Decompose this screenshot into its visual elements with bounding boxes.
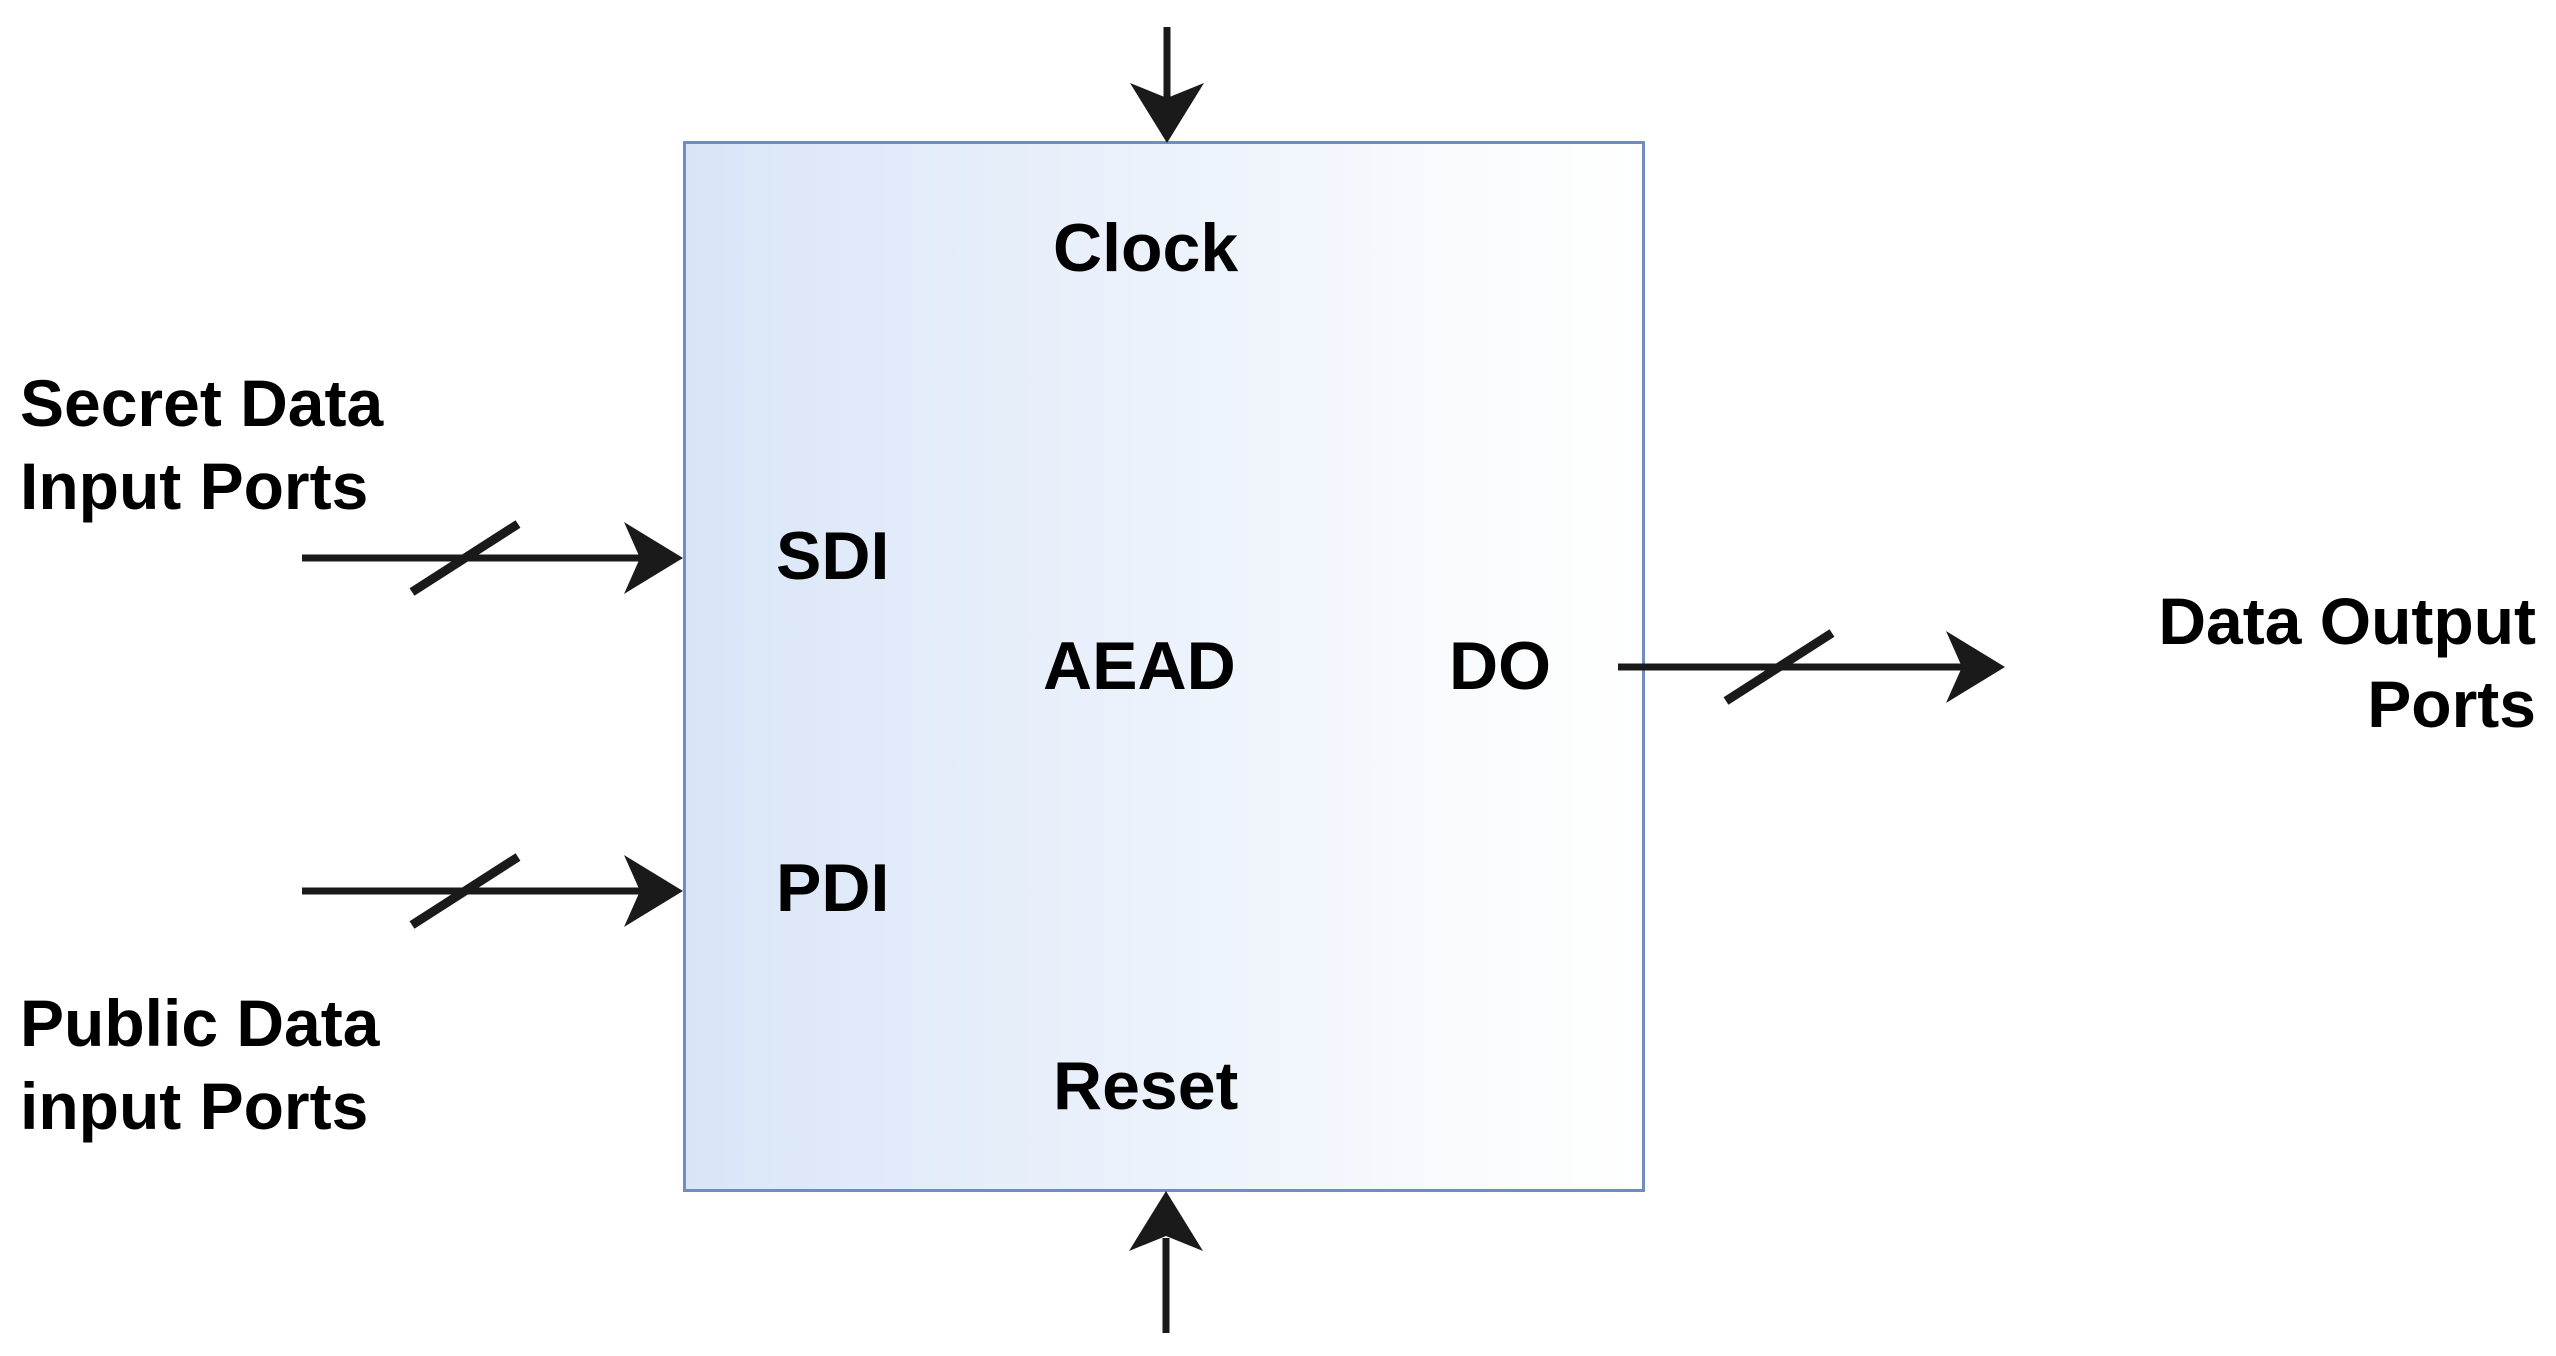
sdi-bus-arrow (302, 520, 683, 596)
clock-signal-arrow (1130, 27, 1204, 143)
annotation-data-output-ports: Data Output Ports (2158, 584, 2536, 741)
annotation-secret-data-input-ports: Secret Data Input Ports (20, 366, 384, 523)
pdi-bus-arrow (302, 853, 683, 929)
port-label-clock: Clock (1053, 210, 1239, 286)
port-label-do: DO (1449, 628, 1551, 704)
port-label-reset: Reset (1053, 1048, 1239, 1124)
port-label-sdi: SDI (776, 518, 890, 594)
block-label-aead: AEAD (1043, 628, 1236, 704)
reset-signal-arrow (1129, 1191, 1203, 1333)
port-label-pdi: PDI (776, 850, 890, 926)
annotation-public-data-input-ports: Public Data input Ports (20, 986, 380, 1143)
aead-block (683, 141, 1645, 1192)
